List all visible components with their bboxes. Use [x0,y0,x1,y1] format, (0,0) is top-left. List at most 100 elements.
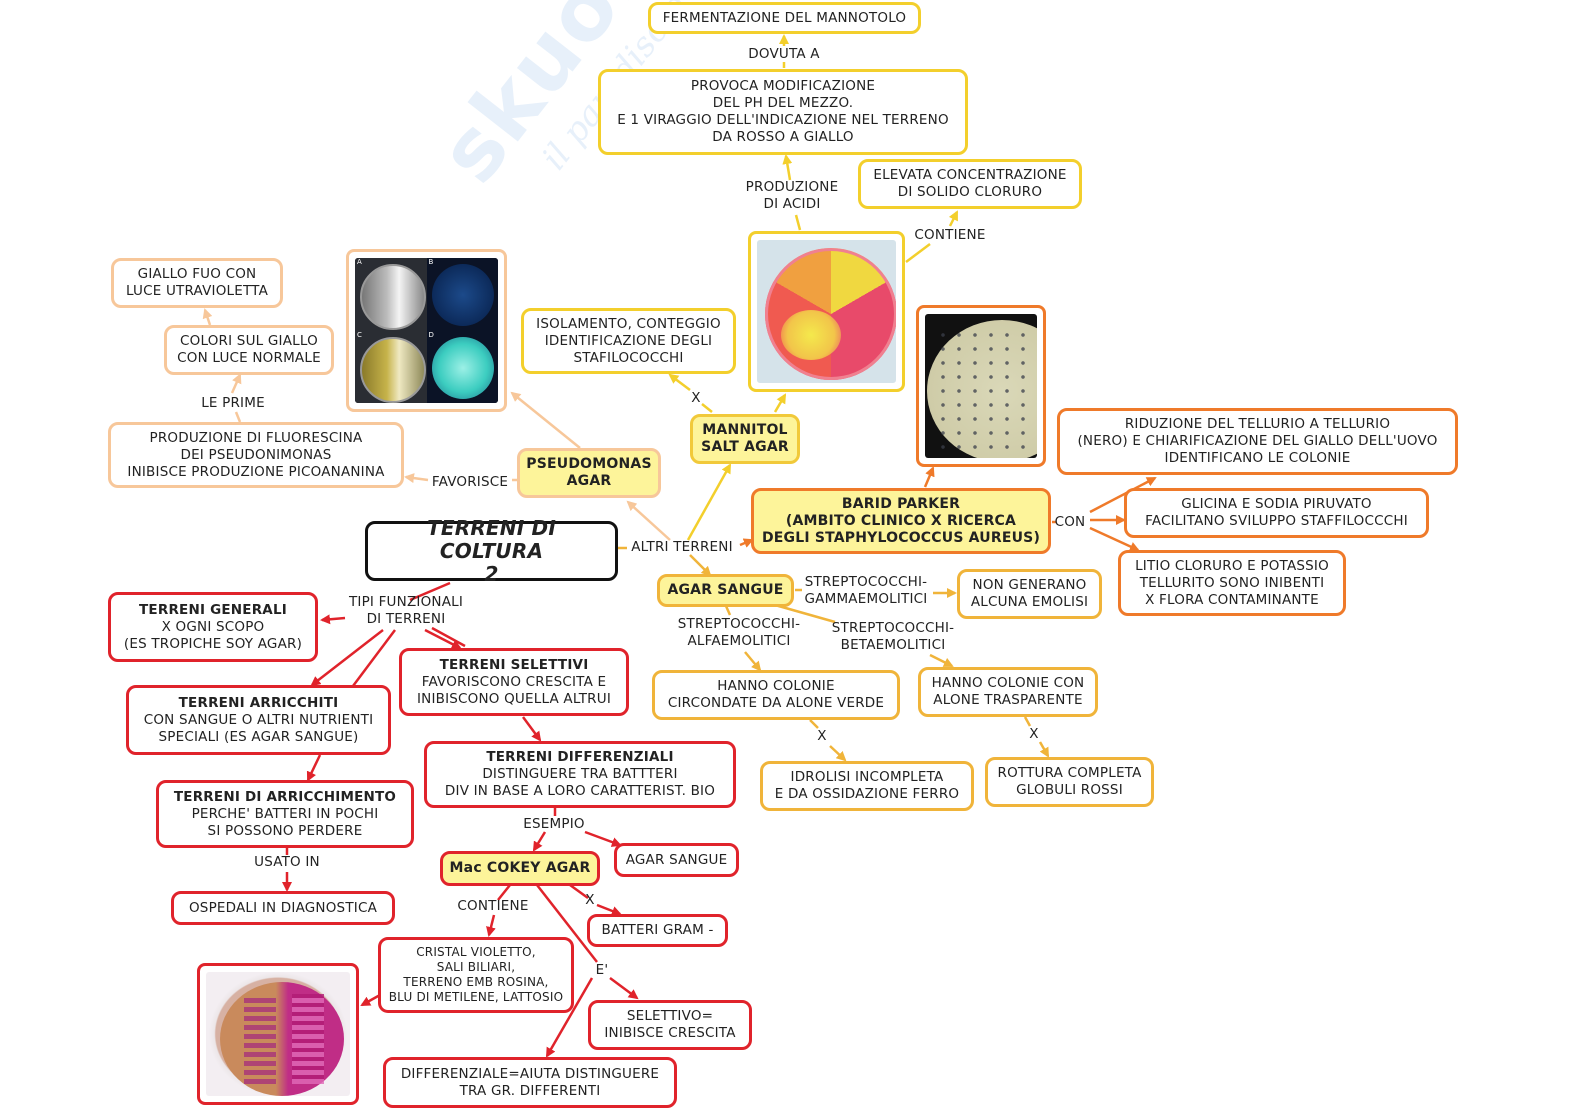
node-alfa-detail[interactable]: IDROLISI INCOMPLETA E DA OSSIDAZIONE FER… [760,761,974,811]
link-agarsangue-to-alfa [724,605,732,616]
node-text: PSEUDOMONAS AGAR [526,456,652,489]
label-favorisce: FAVORISCE [431,474,509,490]
link-x-to-alfa-detail [829,745,847,762]
link-alfa-to-result [744,651,762,672]
node-beta-result[interactable]: HANNO COLONIE CON ALONE TRASPARENTE [918,667,1098,717]
node-selettivo[interactable]: SELETTIVO= INIBISCE CRESCITA [588,1000,752,1050]
node-fluorescina[interactable]: PRODUZIONE DI FLUORESCINA DEI PSEUDONIMO… [108,422,404,488]
node-title: TERRENI GENERALI [139,601,287,618]
pseudomonas-plates-image: A B C D [355,258,498,403]
label-contiene-mannitol: CONTIENE [914,227,986,243]
node-maccokey-ingredients[interactable]: CRISTAL VIOLETTO, SALI BILIARI, TERRENO … [378,937,574,1013]
node-cloruro[interactable]: ELEVATA CONCENTRAZIONE DI SOLIDO CLORURO [858,159,1082,209]
plate-panel-d: D [426,330,498,403]
baird-parker-plate-image [925,314,1037,458]
link-x-to-gram [596,903,622,916]
node-tellurio[interactable]: RIDUZIONE DEL TELLURIO A TELLURIO (NERO)… [1057,408,1458,475]
node-fermentazione[interactable]: FERMENTAZIONE DEL MANNOTOLO [648,2,921,34]
node-gamma-result[interactable]: NON GENERANO ALCUNA EMOLISI [957,569,1102,619]
node-text: SELETTIVO= INIBISCE CRESCITA [604,1008,736,1041]
link-tipi-to-selettivi-2 [431,626,466,648]
node-isolamento[interactable]: ISOLAMENTO, CONTEGGIO IDENTIFICAZIONE DE… [521,308,736,374]
link-e-to-selettivo [609,976,639,1000]
photo-maccokey-plate[interactable] [197,963,359,1105]
link-alfa-result-to-x [809,719,819,729]
central-topic-title: TERRENI DI COLTURA 2 [427,515,556,586]
photo-baird-parker-plate[interactable] [916,305,1046,467]
link-x-to-beta-detail [1038,741,1050,758]
link-altri-to-pseudomonas [626,500,671,541]
link-esempio-to-maccokey [532,831,547,852]
node-alfa-result[interactable]: HANNO COLONIE CIRCONDATE DA ALONE VERDE [652,670,900,720]
node-provoca[interactable]: PROVOCA MODIFICAZIONE DEL PH DEL MEZZO. … [598,69,968,155]
node-text: AGAR SANGUE [625,851,728,868]
node-text: GIALLO FUO CON LUCE UTRAVIOLETTA [125,266,269,299]
node-ospedali[interactable]: OSPEDALI IN DIAGNOSTICA [171,891,395,925]
node-text: OSPEDALI IN DIAGNOSTICA [188,899,378,916]
node-terreni-differenziali[interactable]: TERRENI DIFFERENZIALI DISTINGUERE TRA BA… [424,741,736,808]
link-contiene-to-cloruro [948,210,959,227]
label-beta-x: X [1029,726,1039,742]
node-baird-parker[interactable]: BARID PARKER (AMBITO CLINICO X RICERCA D… [751,488,1051,554]
node-mannitol-salt-agar[interactable]: MANNITOL SALT AGAR [690,414,800,464]
node-text: ROTTURA COMPLETA GLOBULI ROSSI [997,765,1142,798]
node-text: NON GENERANO ALCUNA EMOLISI [970,577,1089,610]
node-agar-sangue[interactable]: AGAR SANGUE [657,574,794,607]
node-agar-sangue-example[interactable]: AGAR SANGUE [614,843,739,877]
label-altri-terreni: ALTRI TERRENI [631,539,733,555]
node-terreni-arricchimento[interactable]: TERRENI DI ARRICCHIMENTO PERCHE' BATTERI… [156,780,414,848]
node-text: GLICINA E SODIA PIRUVATO FACILITANO SVIL… [1145,496,1408,529]
label-produzione-acidi: PRODUZIONE DI ACIDI [745,179,839,212]
node-terreni-selettivi[interactable]: TERRENI SELETTIVI FAVORISCONO CRESCITA E… [399,648,629,716]
node-text: ISOLAMENTO, CONTEGGIO IDENTIFICAZIONE DE… [536,315,721,366]
central-topic[interactable]: TERRENI DI COLTURA 2 [365,516,618,585]
node-text: BATTERI GRAM - [601,922,714,938]
node-body: CON SANGUE O ALTRI NUTRIENTI SPECIALI (E… [143,711,374,745]
node-text: ELEVATA CONCENTRAZIONE DI SOLIDO CLORURO [873,167,1067,200]
node-body: PERCHE' BATTERI IN POCHI SI POSSONO PERD… [191,805,379,839]
node-terreni-generali[interactable]: TERRENI GENERALI X OGNI SCOPO (ES TROPIC… [108,592,318,662]
link-tipi-to-arricchiti-2 [349,629,396,691]
node-litio[interactable]: LITIO CLORURO E POTASSIO TELLURITO SONO … [1118,550,1346,616]
label-contiene-maccokey: CONTIENE [457,898,529,914]
node-text: CRISTAL VIOLETTO, SALI BILIARI, TERRENO … [388,945,564,1004]
node-text: Mac COKEY AGAR [449,860,591,876]
node-title: TERRENI ARRICCHITI [178,694,339,711]
node-text: BARID PARKER (AMBITO CLINICO X RICERCA D… [761,495,1041,546]
node-pseudomonas-agar[interactable]: PSEUDOMONAS AGAR [517,448,661,498]
link-selettivi-to-differenziali [521,716,542,742]
node-text: HANNO COLONIE CON ALONE TRASPARENTE [931,675,1085,708]
node-differenziale[interactable]: DIFFERENZIALE=AIUTA DISTINGUERE TRA GR. … [383,1057,677,1108]
node-beta-detail[interactable]: ROTTURA COMPLETA GLOBULI ROSSI [985,757,1154,807]
node-body: X OGNI SCOPO (ES TROPICHE SOY AGAR) [123,618,303,652]
maccokey-plate-image [206,972,350,1096]
link-beta-result-to-x [1023,716,1032,727]
label-le-prime: LE PRIME [201,395,265,411]
node-batteri-gram[interactable]: BATTERI GRAM - [587,914,728,947]
node-body: DISTINGUERE TRA BATTTERI DIV IN BASE A L… [444,766,716,799]
node-text: HANNO COLONIE CIRCONDATE DA ALONE VERDE [667,678,885,711]
label-e-maccokey: E' [595,962,609,978]
link-arricchiti-to-arricchimento [306,754,322,782]
node-maccokey-agar[interactable]: Mac COKEY AGAR [440,851,600,886]
link-favorisce-to-fluorescina [404,473,429,484]
node-colori-giallo[interactable]: COLORI SUL GIALLO CON LUCE NORMALE [164,325,334,375]
node-giallo-uv[interactable]: GIALLO FUO CON LUCE UTRAVIOLETTA [111,258,283,308]
label-usato-in: USATO IN [254,854,320,870]
link-produzione-to-provoca [782,154,793,181]
photo-mannitol-plate[interactable] [748,231,905,392]
link-pseudomonas-to-photo [510,391,581,449]
label-beta: STREPTOCOCCHI- BETAEMOLITICI [831,620,955,653]
link-altri-to-mannitol [686,463,732,541]
link-x-to-isolamento [668,373,691,391]
link-photo-to-produzione [794,214,802,231]
node-glicina[interactable]: GLICINA E SODIA PIRUVATO FACILITANO SVIL… [1124,488,1429,538]
plate-panel-b: B [426,258,498,331]
label-gamma: STREPTOCOCCHI- GAMMAEMOLITICI [804,574,928,607]
node-terreni-arricchiti[interactable]: TERRENI ARRICCHITI CON SANGUE O ALTRI NU… [126,685,391,755]
photo-pseudomonas-plates[interactable]: A B C D [346,249,507,412]
plate-panel-a: A [355,258,427,331]
node-title: TERRENI DIFFERENZIALI [486,749,674,765]
link-beta-to-result [929,653,954,668]
